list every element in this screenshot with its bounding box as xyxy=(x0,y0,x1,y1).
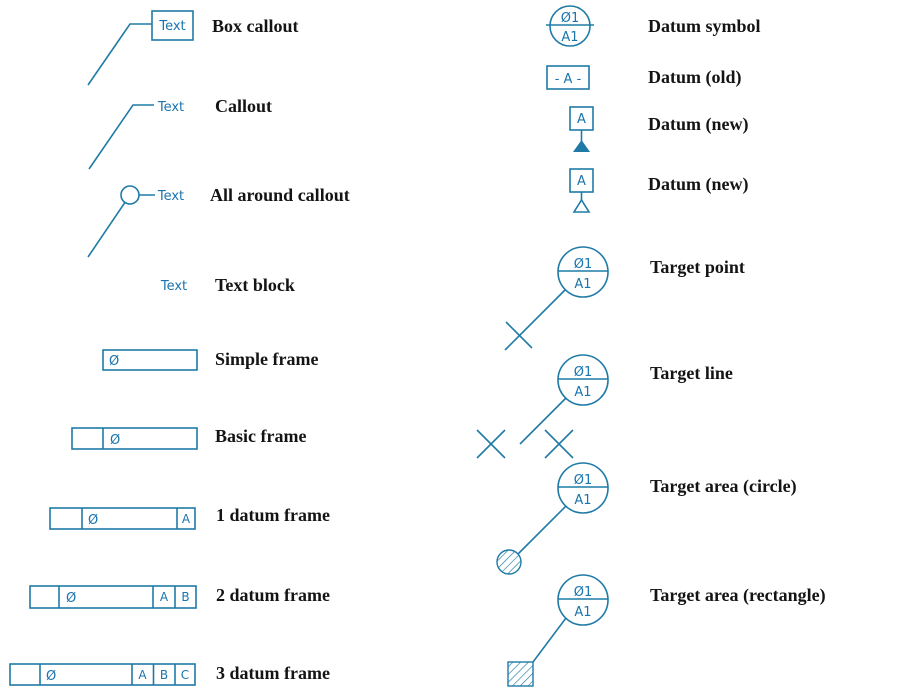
target-line-right-cross-icon xyxy=(544,429,574,459)
target-area-circle-label: Target area (circle) xyxy=(650,476,797,497)
three-datum-frame-datum-a: A xyxy=(138,668,147,682)
simple-frame-diameter: Ø xyxy=(109,354,119,369)
all-around-callout-leader-icon xyxy=(87,194,155,258)
target-area-circle-row: Ø1 A1 Target area (circle) xyxy=(496,462,797,575)
box-callout-label: Box callout xyxy=(212,16,299,36)
one-datum-frame-diameter: Ø xyxy=(88,513,98,528)
two-datum-frame-datum-b: B xyxy=(181,590,189,604)
all-around-circle-icon xyxy=(120,185,140,205)
datum-new-open-triangle-icon xyxy=(572,198,591,213)
target-line-left-cross-icon xyxy=(476,429,506,459)
two-datum-frame-label: 2 datum frame xyxy=(216,585,330,605)
datum-symbol-row: Ø1 A1 Datum symbol xyxy=(546,5,761,47)
one-datum-frame-label: 1 datum frame xyxy=(216,505,330,525)
datum-new-open-label: Datum (new) xyxy=(648,174,749,195)
basic-frame-row: Ø Basic frame xyxy=(71,426,306,450)
target-area-circle-top-text: Ø1 xyxy=(574,473,593,488)
three-datum-frame-datum-c: C xyxy=(181,668,189,682)
datum-new-filled-row: A Datum (new) xyxy=(569,106,749,152)
simple-frame-label: Simple frame xyxy=(215,349,318,369)
all-around-callout-text: Text xyxy=(157,189,184,204)
datum-new-open-text: A xyxy=(577,174,586,189)
target-line-leader xyxy=(519,397,567,445)
three-datum-frame-diameter: Ø xyxy=(46,669,56,684)
datum-old-row: - A - Datum (old) xyxy=(546,65,742,90)
callout-text: Text xyxy=(157,100,184,115)
three-datum-frame-row: Ø A B C 3 datum frame xyxy=(9,663,330,686)
target-area-circle-bottom-text: A1 xyxy=(574,493,591,508)
datum-symbol-top-text: Ø1 xyxy=(561,11,580,26)
two-datum-frame-diameter: Ø xyxy=(66,591,76,606)
one-datum-frame-datum-a: A xyxy=(182,512,191,526)
target-point-leader xyxy=(504,289,566,351)
datum-old-label: Datum (old) xyxy=(648,67,742,88)
target-area-rectangle-leader xyxy=(532,617,567,663)
three-datum-frame-datum-b: B xyxy=(160,668,168,682)
target-line-row: Ø1 A1 Target line xyxy=(476,354,733,459)
box-callout-leader-icon xyxy=(87,23,152,86)
target-area-circle-symbol-icon xyxy=(557,462,609,514)
target-point-bottom-text: A1 xyxy=(574,277,591,292)
target-line-bottom-text: A1 xyxy=(574,385,591,400)
three-datum-frame-box xyxy=(9,663,196,686)
target-area-hatched-rect-icon xyxy=(507,661,534,687)
target-area-rectangle-bottom-text: A1 xyxy=(574,605,591,620)
target-line-circle-icon xyxy=(557,354,609,406)
datum-symbol-label: Datum symbol xyxy=(648,16,761,36)
target-line-label: Target line xyxy=(650,363,733,383)
target-point-circle-icon xyxy=(557,246,609,298)
target-area-rectangle-label: Target area (rectangle) xyxy=(650,585,826,606)
target-point-cross-icon xyxy=(505,321,533,349)
datum-symbol-bottom-text: A1 xyxy=(561,30,578,45)
box-callout-box xyxy=(151,10,194,41)
datum-new-filled-triangle-icon xyxy=(573,140,590,152)
one-datum-frame-row: Ø A 1 datum frame xyxy=(49,505,330,530)
basic-frame-label: Basic frame xyxy=(215,426,306,446)
three-datum-frame-label: 3 datum frame xyxy=(216,663,330,683)
all-around-callout-row: Text All around callout xyxy=(87,185,350,258)
all-around-callout-label: All around callout xyxy=(210,185,350,205)
callout-row: Text Callout xyxy=(88,96,272,170)
datum-new-filled-label: Datum (new) xyxy=(648,114,749,135)
basic-frame-diameter: Ø xyxy=(110,433,120,448)
target-area-rectangle-symbol-icon xyxy=(557,574,609,626)
target-area-hatched-circle-icon xyxy=(496,549,522,575)
one-datum-frame-box xyxy=(49,507,196,530)
box-callout-row: Text Box callout xyxy=(87,10,299,86)
box-callout-text: Text xyxy=(158,19,185,34)
target-area-rectangle-top-text: Ø1 xyxy=(574,585,593,600)
callout-leader-icon xyxy=(88,104,154,170)
two-datum-frame-row: Ø A B 2 datum frame xyxy=(29,585,330,609)
text-block-row: Text Text block xyxy=(160,275,295,295)
text-block-label: Text block xyxy=(215,275,295,295)
callout-label: Callout xyxy=(215,96,272,116)
target-area-rectangle-row: Ø1 A1 Target area (rectangle) xyxy=(507,574,826,687)
two-datum-frame-box xyxy=(29,585,197,609)
simple-frame-row: Ø Simple frame xyxy=(102,349,318,371)
datum-new-filled-text: A xyxy=(577,112,586,127)
target-point-top-text: Ø1 xyxy=(574,257,593,272)
simple-frame-box xyxy=(102,349,198,371)
datum-old-box xyxy=(546,65,590,90)
text-block-text: Text xyxy=(160,279,187,294)
datum-old-text: - A - xyxy=(555,72,582,87)
target-point-row: Ø1 A1 Target point xyxy=(504,246,745,351)
datum-new-open-row: A Datum (new) xyxy=(569,168,749,213)
two-datum-frame-datum-a: A xyxy=(160,590,169,604)
datum-symbol-circle-icon xyxy=(549,5,591,47)
target-area-circle-leader xyxy=(517,505,567,555)
basic-frame-box xyxy=(71,427,198,450)
target-line-top-text: Ø1 xyxy=(574,365,593,380)
target-point-label: Target point xyxy=(650,257,745,277)
